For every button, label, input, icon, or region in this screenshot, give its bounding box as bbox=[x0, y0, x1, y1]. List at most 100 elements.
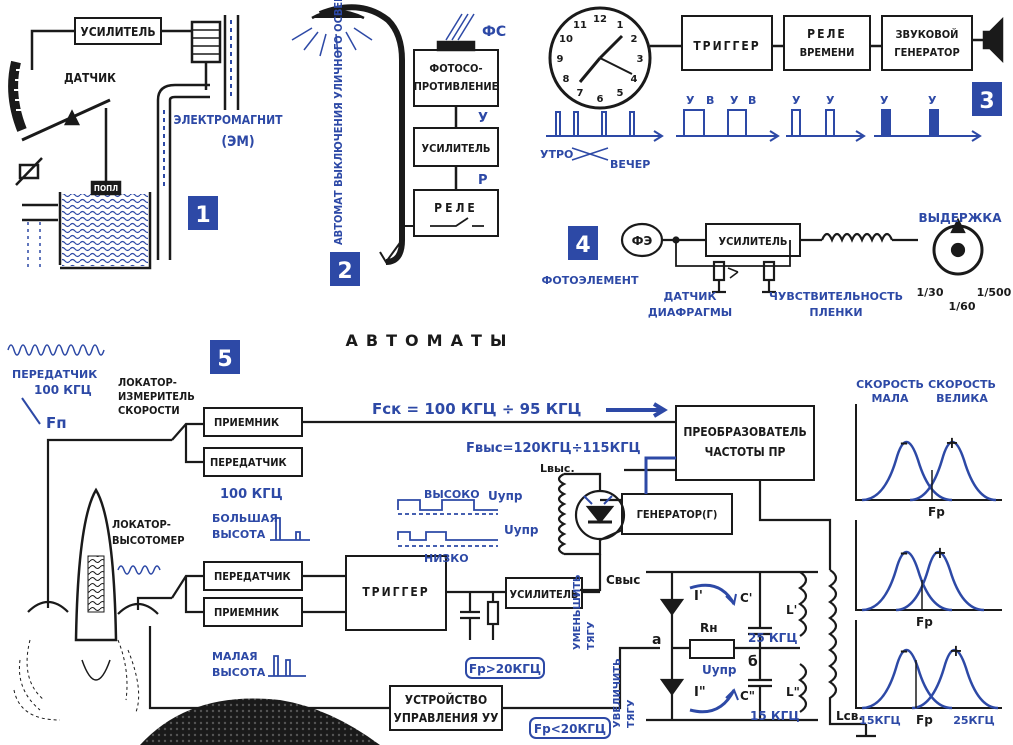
clock-hand-minute bbox=[600, 36, 622, 58]
speed-locator-line3: СКОРОСТИ bbox=[118, 404, 180, 417]
panel-3-number: 3 bbox=[979, 89, 994, 114]
panel-3-pulse-letters: У В У В У У У У bbox=[686, 94, 937, 107]
speed-locator-line1: ЛОКАТОР- bbox=[118, 376, 177, 389]
bridge-b: б bbox=[748, 654, 758, 670]
exhaust-left bbox=[14, 640, 60, 720]
fr-label-1: Fp bbox=[928, 505, 945, 519]
time-relay-box bbox=[784, 16, 870, 70]
speed-high-line2: ВЕЛИКА bbox=[936, 392, 988, 405]
variable-resistor bbox=[13, 62, 22, 130]
speed-low-line2: МАЛА bbox=[871, 392, 909, 405]
pulse-letter-7: У bbox=[880, 94, 889, 107]
lunar-lander bbox=[14, 490, 380, 745]
speed-high-line1: СКОРОСТЬ bbox=[928, 378, 996, 391]
decrease-line1: УМЕНЬШИТЬ bbox=[572, 574, 583, 650]
speed-low-line1: СКОРОСТЬ bbox=[856, 378, 924, 391]
panel-3-trigger-label: ТРИГГЕР bbox=[693, 39, 760, 53]
control-line1: УСТРОЙСТВО bbox=[405, 692, 487, 707]
aperture-resistor bbox=[714, 262, 724, 280]
uupr-label-1: Uупр bbox=[488, 489, 523, 503]
fs-light-rays bbox=[446, 14, 474, 40]
panel-1-water-level bbox=[13, 15, 238, 270]
sign-minus-3: – bbox=[900, 641, 908, 660]
panel-2-number: 2 bbox=[337, 259, 352, 284]
panel-4-sensitivity-line2: ПЛЕНКИ bbox=[809, 306, 862, 319]
panel-2-photoresist-line1: ФОТОСО- bbox=[429, 62, 482, 75]
converter-line1: ПРЕОБРАЗОВАТЕЛЬ bbox=[683, 425, 806, 439]
panel-3-pulses bbox=[546, 110, 980, 160]
tank-water bbox=[62, 194, 148, 266]
clock-num-1: 1 bbox=[617, 20, 624, 31]
clock-num-9: 9 bbox=[557, 54, 564, 65]
varicap-diode bbox=[588, 507, 612, 522]
bridge-l1: L' bbox=[786, 603, 797, 617]
pulse-letter-5: У bbox=[792, 94, 801, 107]
pulse-train-3 bbox=[792, 110, 834, 136]
clock-num-4: 4 bbox=[631, 74, 638, 85]
pulse-train-2 bbox=[684, 110, 746, 136]
panel-5-transmitter-line2: 100 КГЦ bbox=[34, 383, 92, 397]
speed-receiver-label: ПРИЕМНИК bbox=[214, 416, 279, 429]
generator-arrow-wire bbox=[646, 458, 676, 494]
bridge-c1: C' bbox=[740, 591, 752, 605]
page-title: АВТОМАТЫ bbox=[346, 331, 515, 350]
uupr-low-wave bbox=[398, 532, 498, 540]
converter-box bbox=[676, 406, 814, 480]
bridge-i1: I' bbox=[694, 589, 703, 604]
alt-locator-line1: ЛОКАТОР- bbox=[112, 518, 171, 531]
outlet-pipe bbox=[22, 205, 58, 220]
panel-2-photoresist-line2: ПРОТИВЛЕНИЕ bbox=[414, 80, 499, 93]
wire-converter-out bbox=[760, 480, 830, 570]
aperture-arrow bbox=[728, 268, 738, 278]
panel-4-aperture-line2: ДИАФРАГМЫ bbox=[648, 306, 732, 319]
panel-4-aperture-line1: ДАТЧИК bbox=[664, 290, 717, 303]
speed-transmitter-label: ПЕРЕДАТЧИК bbox=[210, 456, 287, 469]
uupr-diagram bbox=[398, 500, 498, 546]
delay-coil bbox=[822, 234, 892, 240]
bridge-i2: I" bbox=[694, 685, 706, 700]
pulse-cross bbox=[572, 148, 608, 160]
bridge-c2: C" bbox=[740, 689, 755, 703]
fp-lt-label: Fp<20КГЦ bbox=[534, 722, 606, 736]
alt-switch-wires bbox=[172, 576, 204, 612]
uupr-label-2: Uупр bbox=[504, 523, 539, 537]
converter-line2: ЧАСТОТЫ ПР bbox=[705, 445, 786, 459]
rocket-fuel bbox=[88, 556, 104, 612]
coupling-coil bbox=[830, 570, 866, 724]
exhaust-right bbox=[118, 640, 139, 712]
wire-control-engine bbox=[150, 626, 390, 708]
sensitivity-resistor bbox=[764, 262, 774, 280]
clock-hand-alarm bbox=[600, 58, 632, 74]
bridge-25khz: 25 КГЦ bbox=[748, 631, 797, 645]
lever bbox=[22, 100, 110, 140]
inlet-pipe bbox=[158, 100, 170, 260]
diode-2 bbox=[662, 680, 682, 694]
lvys-label: Lвыс. bbox=[540, 462, 575, 475]
fvys-label: Fвыс=120КГЦ÷115КГЦ bbox=[466, 441, 641, 456]
decrease-line2: ТЯГУ bbox=[586, 621, 597, 650]
fp-gt-label: Fp>20КГЦ bbox=[469, 662, 541, 676]
panel-4-sensitivity-line1: ЧУВСТВИТЕЛЬНОСТЬ bbox=[769, 290, 903, 303]
fsk-arrow bbox=[606, 404, 664, 416]
transmitter-wave bbox=[8, 345, 104, 355]
high-label: ВЫСОКО bbox=[424, 488, 480, 501]
clock-num-10: 10 bbox=[559, 34, 573, 45]
relay-contact bbox=[430, 218, 484, 226]
khz15-axis: 15КГЦ bbox=[859, 714, 901, 727]
shutter-value-30: 1/30 bbox=[917, 286, 944, 299]
clock-num-2: 2 bbox=[631, 34, 638, 45]
panel-4-number: 4 bbox=[575, 233, 590, 258]
pulse-block-1 bbox=[882, 110, 890, 136]
coil-windings bbox=[192, 30, 220, 54]
big-height-line1: БОЛЬШАЯ bbox=[212, 512, 278, 525]
alt-transmitter-label: ПЕРЕДАТЧИК bbox=[214, 570, 291, 583]
pulse-letter-3: У bbox=[730, 94, 739, 107]
diode-1 bbox=[662, 600, 682, 614]
pulse-train-1 bbox=[556, 112, 634, 136]
photoresistor bbox=[438, 42, 474, 50]
panel-3-evening: ВЕЧЕР bbox=[610, 158, 650, 171]
panel-4-exposure bbox=[622, 220, 982, 292]
clock-num-5: 5 bbox=[617, 88, 624, 99]
